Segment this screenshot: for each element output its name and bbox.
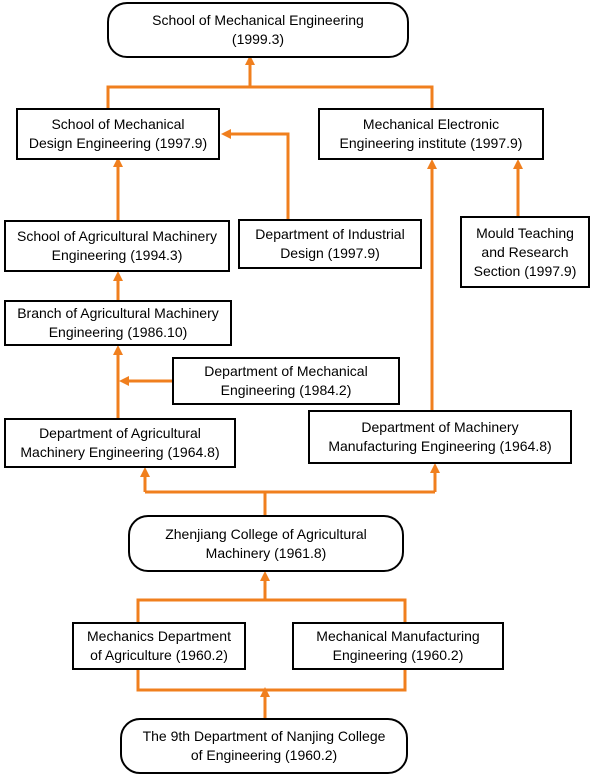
- node-department-of-industrial-design: Department of Industrial Design (1997.9): [238, 219, 422, 269]
- node-label: Mechanical Electronic Engineering instit…: [339, 116, 523, 151]
- node-school-of-agricultural-machinery-engineering: School of Agricultural Machinery Enginee…: [4, 220, 230, 272]
- node-zhenjiang-college-of-agricultural-machinery: Zhenjiang College of Agricultural Machin…: [128, 515, 404, 572]
- node-label: School of Agricultural Machinery Enginee…: [17, 228, 217, 263]
- node-school-of-mechanical-design-engineering: School of Mechanical Design Engineering …: [16, 108, 220, 160]
- node-label: Mechanics Department of Agriculture (196…: [87, 628, 231, 663]
- node-label: School of Mechanical Engineering (1999.3…: [152, 12, 364, 47]
- node-label: Mechanical Manufacturing Engineering (19…: [316, 628, 480, 663]
- node-label: Department of Machinery Manufacturing En…: [328, 419, 552, 454]
- node-label: Zhenjiang College of Agricultural Machin…: [165, 525, 367, 561]
- connector-top-bracket: [106, 85, 434, 108]
- node-label: Department of Agricultural Machinery Eng…: [20, 425, 220, 460]
- node-department-of-agricultural-machinery-engineering: Department of Agricultural Machinery Eng…: [4, 418, 236, 468]
- node-mechanics-department-of-agriculture: Mechanics Department of Agriculture (196…: [72, 622, 246, 670]
- node-branch-of-agricultural-machinery-engineering: Branch of Agricultural Machinery Enginee…: [4, 300, 232, 346]
- node-label: Department of Industrial Design (1997.9): [255, 226, 405, 261]
- node-label: Branch of Agricultural Machinery Enginee…: [17, 305, 219, 340]
- node-department-of-machinery-manufacturing-engineering: Department of Machinery Manufacturing En…: [308, 410, 572, 464]
- node-mechanical-electronic-engineering-institute: Mechanical Electronic Engineering instit…: [318, 108, 544, 160]
- node-label: The 9th Department of Nanjing College of…: [142, 728, 386, 763]
- connector-dept-id-to-mde: [221, 129, 290, 219]
- connector-mid-bracket: [136, 598, 407, 622]
- connector-bottom-bracket: [136, 670, 407, 692]
- node-9th-department-nanjing-college-of-engineering: The 9th Department of Nanjing College of…: [120, 718, 408, 774]
- node-label: School of Mechanical Design Engineering …: [28, 116, 208, 151]
- node-label: Department of Mechanical Engineering (19…: [204, 363, 368, 398]
- node-school-of-mechanical-engineering: School of Mechanical Engineering (1999.3…: [107, 2, 409, 58]
- node-mould-teaching-and-research-section: Mould Teaching and Research Section (199…: [460, 216, 590, 288]
- node-label: Mould Teaching and Research Section (199…: [473, 224, 577, 279]
- node-mechanical-manufacturing-engineering: Mechanical Manufacturing Engineering (19…: [292, 622, 504, 670]
- node-department-of-mechanical-engineering: Department of Mechanical Engineering (19…: [172, 357, 400, 405]
